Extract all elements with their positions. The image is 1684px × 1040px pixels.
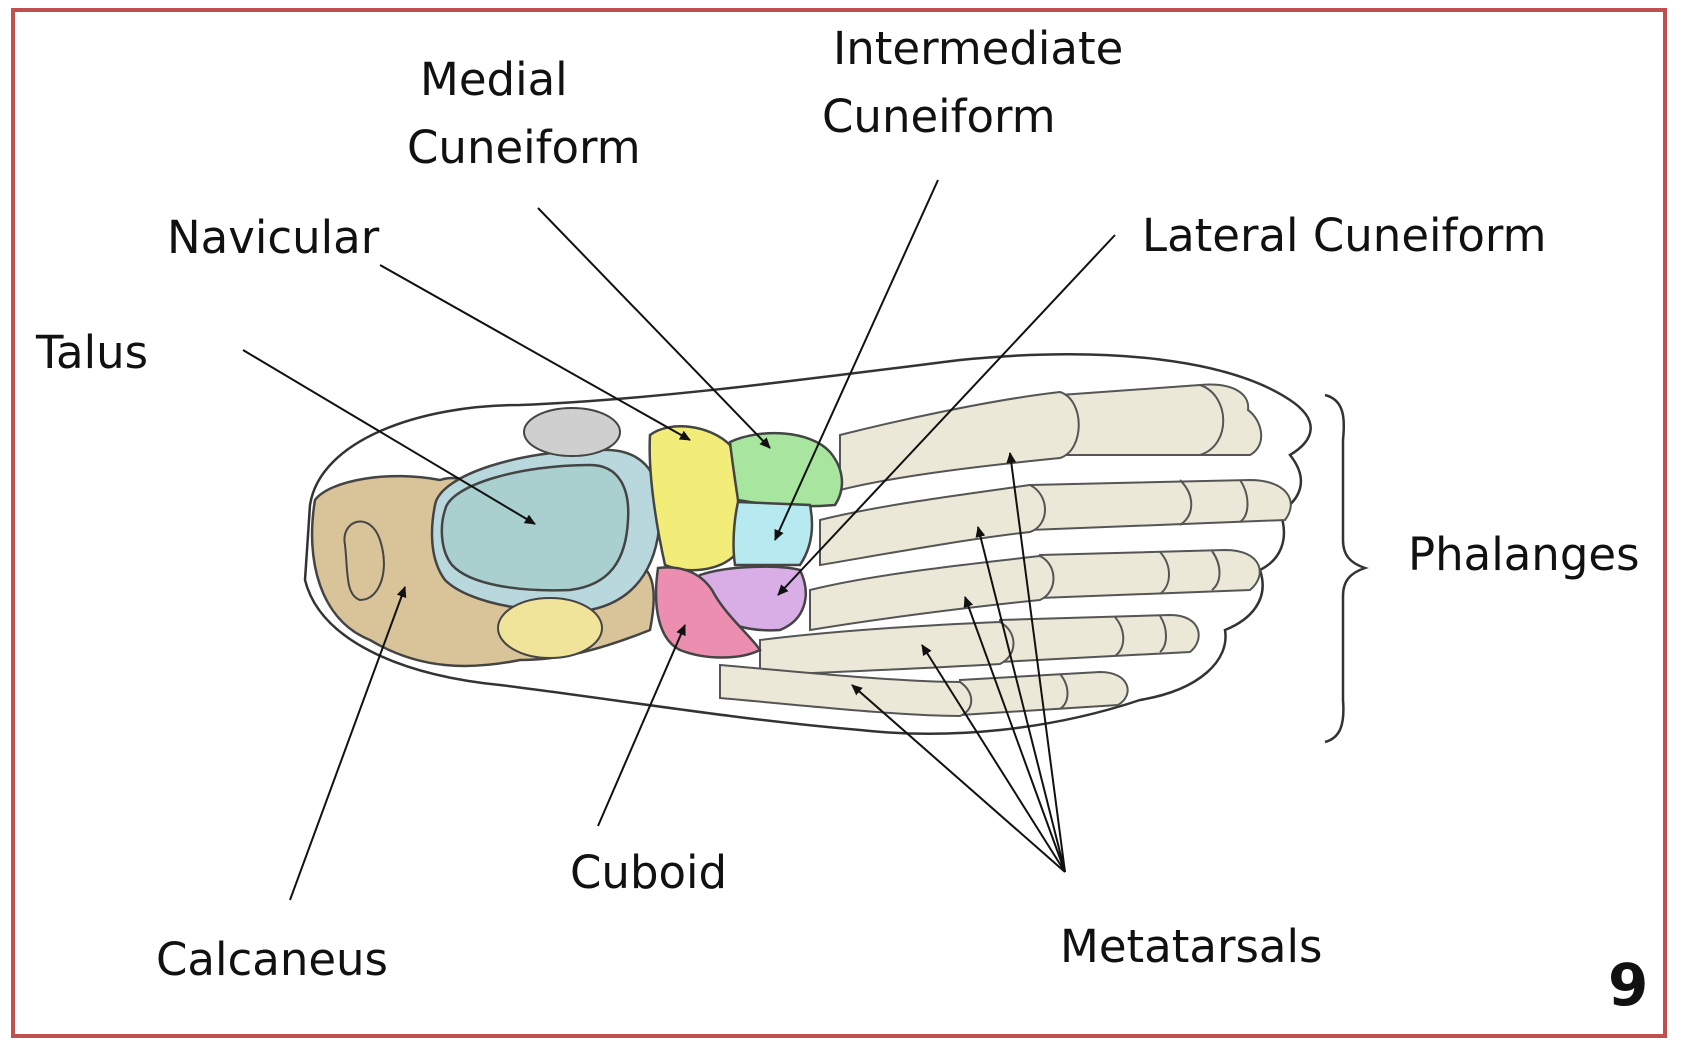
label-lateral-cuneiform: Lateral Cuneiform	[1142, 209, 1546, 262]
navicular-bone	[650, 426, 739, 570]
label-phalanges: Phalanges	[1408, 528, 1640, 581]
label-medial-cuneiform-line1: Medial	[420, 53, 568, 106]
intermediate-cuneiform-bone	[734, 502, 812, 565]
sesamoid-upper	[524, 408, 620, 456]
label-talus: Talus	[35, 326, 148, 379]
label-intermediate-cuneiform-line1: Intermediate	[833, 22, 1123, 75]
label-medial-cuneiform-line2: Cuneiform	[407, 121, 641, 174]
label-navicular: Navicular	[167, 211, 380, 264]
sesamoid-lower	[498, 598, 602, 658]
label-intermediate-cuneiform-line2: Cuneiform	[822, 90, 1056, 143]
page-number: 9	[1608, 951, 1648, 1019]
label-cuboid: Cuboid	[570, 846, 727, 899]
label-metatarsals: Metatarsals	[1060, 920, 1322, 973]
label-calcaneus: Calcaneus	[156, 933, 388, 986]
phalanges-bracket	[1325, 395, 1365, 742]
